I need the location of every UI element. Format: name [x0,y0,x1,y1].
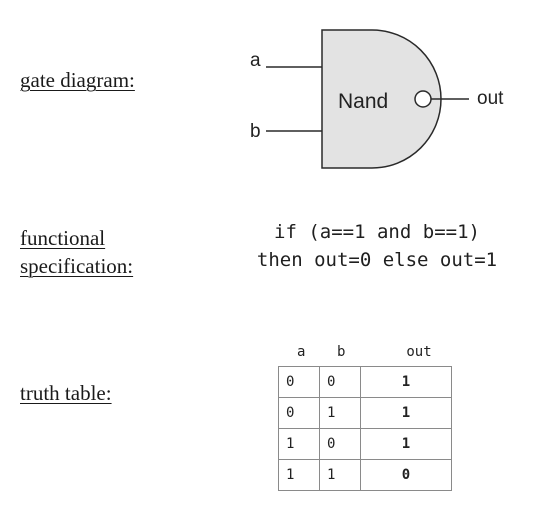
truth-table-grid: 0 0 1 0 1 1 1 0 1 1 1 0 [278,366,452,491]
cell-out: 1 [360,397,452,429]
cell-out: 1 [360,428,452,460]
cell-a: 1 [278,459,320,491]
functional-specification-label: functional specification: [20,224,133,280]
table-row: 0 0 1 [278,366,452,398]
cell-b: 0 [319,428,361,460]
header-b: b [337,344,346,360]
output-label: out [477,88,504,109]
cell-a: 0 [278,397,320,429]
nand-inversion-bubble [414,90,432,108]
header-out: out [406,344,432,360]
nand-gate-diagram: a b Nand out [250,29,504,169]
truth-table: a b out 0 0 1 0 1 1 1 0 1 1 1 0 [278,340,452,491]
cell-out: 0 [360,459,452,491]
gate-name-label: Nand [338,90,388,113]
cell-out: 1 [360,366,452,398]
cell-b: 1 [319,459,361,491]
cell-a: 1 [278,428,320,460]
table-row: 0 1 1 [278,397,452,429]
cell-b: 0 [319,366,361,398]
input-a-label: a [250,50,261,71]
spec-line-1: if (a==1 and b==1) [274,221,480,243]
gate-diagram-label: gate diagram: [20,68,135,92]
functional-specification-code: if (a==1 and b==1) then out=0 else out=1 [232,218,522,274]
cell-a: 0 [278,366,320,398]
cell-b: 1 [319,397,361,429]
functional-label-line1: functional [20,226,106,250]
functional-label-line2: specification: [20,254,134,278]
spec-line-2: then out=0 else out=1 [256,249,498,271]
nand-gate-body [321,29,442,169]
input-b-label: b [250,121,261,142]
truth-table-label: truth table: [20,381,112,405]
table-row: 1 1 0 [278,459,452,491]
truth-table-header: a b out [278,340,452,366]
table-row: 1 0 1 [278,428,452,460]
header-a: a [297,344,306,360]
